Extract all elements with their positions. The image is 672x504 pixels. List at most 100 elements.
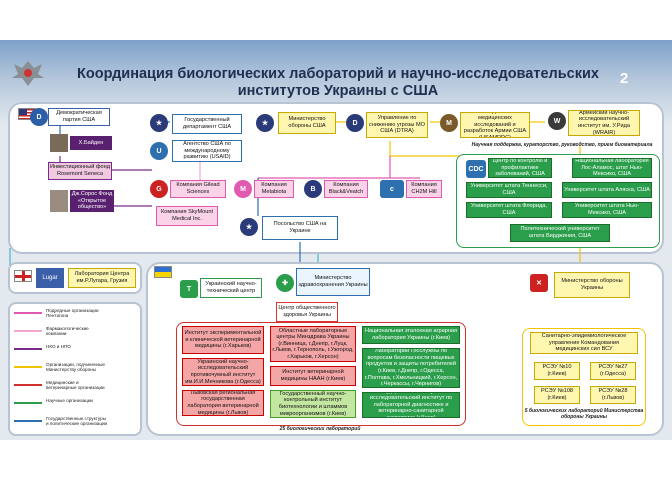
cdc-box: Центр по контролю и профилактике заболев… — [488, 158, 552, 178]
ch2m-label: Компания CH2M Hill — [411, 182, 437, 195]
moh-label: Министерство здравоохранения Украины — [298, 275, 368, 288]
inst-vet-naan-label: Институт ветеринарной медицины НААН (г.К… — [280, 369, 346, 382]
page-number: 2 — [620, 70, 629, 87]
wrair-box: Армейский научно-исследовательский инсти… — [568, 110, 640, 136]
mod-ua-label: Министерство обороны Украины — [561, 278, 623, 291]
labs-25-group — [176, 322, 466, 426]
legend-label: Подрядные организации Пентагона — [46, 308, 99, 319]
legend-label: Государственные структуры и политические… — [46, 416, 108, 427]
cdc-label: Центр по контролю и профилактике заболев… — [492, 158, 548, 178]
gilead-box: Компания Gilead Sciences — [170, 180, 226, 198]
soros-label: Дж.Сорос Фонд «Открытое общество» — [71, 191, 113, 211]
metabiota-box: Компания Metabiota — [254, 180, 294, 198]
rsep108-box: РСЭУ №108 (г.Киев) — [534, 386, 580, 404]
rsep10-label: РСЭУ №10 (г.Киев) — [542, 364, 572, 377]
rosemont-label: Инвестиционный фонд Rosemont Seneca — [50, 164, 110, 177]
public-health-box: Центр общественного здоровья Украины — [276, 302, 338, 322]
legend-label: НКО и НПО — [46, 344, 71, 349]
uni-tennessee-box: Университет штата Теннесси, США — [466, 182, 552, 198]
soros-box: Дж.Сорос Фонд «Открытое общество» — [70, 190, 114, 212]
uni-alaska-label: Университет штата Аляска, США — [564, 186, 650, 193]
ukr-antiplague-label: Украинский научно-исследовательский прот… — [185, 358, 261, 385]
rsep28-label: РСЭУ №28 (г.Львов) — [598, 388, 628, 401]
inst-vet-box: Институт экспериментальной и клинической… — [182, 326, 264, 354]
gilead-label: Компания Gilead Sciences — [176, 182, 220, 195]
ch2m-box: Компания CH2M Hill — [406, 180, 442, 198]
dtra-label: Управление по снижению угрозы МО США (DT… — [369, 115, 425, 135]
skymount-label: Компания SkyMount Medical Inc. — [160, 209, 214, 222]
national-lab-box: Национальная лаборатория Лос-Аламос, шта… — [572, 158, 652, 178]
blackveatch-label: Компания Black&Veatch — [328, 182, 364, 195]
rsep108-label: РСЭУ №108 (г.Киев) — [540, 388, 574, 401]
skymount-box: Компания SkyMount Medical Inc. — [156, 206, 218, 226]
dod-box: Министерство обороны США — [278, 112, 336, 134]
ch2m-logo-icon: c — [380, 180, 404, 198]
sanitary-label: Санитарно-эпидемиологическое управление … — [541, 333, 627, 353]
dem-party-box: Демократическая партия США — [48, 108, 110, 126]
rsep10-box: РСЭУ №10 (г.Киев) — [534, 362, 580, 380]
legend-line — [14, 384, 42, 386]
usaid-box: Агентство США по международному развитию… — [172, 140, 242, 162]
slide: Координация биологических лабораторий и … — [0, 40, 672, 440]
uni-virginia-label: Политехнический университет штата Вирджи… — [520, 226, 600, 239]
uni-tennessee-label: Университет штата Теннесси, США — [470, 183, 548, 196]
legend-line — [14, 312, 42, 314]
uni-virginia-box: Политехнический университет штата Вирджи… — [510, 224, 610, 242]
dtra-box: Управление по снижению угрозы МО США (DT… — [366, 112, 428, 138]
usamrdc-box: Командование медицинских исследований и … — [460, 112, 530, 138]
uni-newmexico-label: Университет штата Нью-Мексико, США — [574, 203, 640, 216]
biden-photo-icon — [50, 134, 68, 152]
legend-line — [14, 420, 42, 422]
national-lab-label: Национальная лаборатория Лос-Аламос, шта… — [575, 158, 649, 178]
dod-label: Министерство обороны США — [288, 116, 326, 129]
ukr-antiplague-box: Украинский научно-исследовательский прот… — [182, 358, 264, 386]
wrair-label: Армейский научно-исследовательский инсти… — [578, 110, 630, 136]
dem-party-logo-icon: D — [30, 108, 48, 126]
legend-line — [14, 348, 42, 350]
dem-party-label: Демократическая партия США — [56, 110, 102, 123]
dtra-logo-icon: D — [346, 114, 364, 132]
mod-labs-group — [522, 328, 646, 426]
slide-title: Координация биологических лабораторий и … — [77, 66, 599, 99]
legend-line — [14, 402, 42, 404]
lugar-box: Лаборатория Центра им.Р.Лугара, Грузия — [68, 268, 136, 288]
sanitary-box: Санитарно-эпидемиологическое управление … — [530, 332, 638, 354]
usaid-label: Агентство США по международному развитию… — [183, 141, 231, 161]
rosemont-box: Инвестиционный фонд Rosemont Seneca — [48, 162, 112, 180]
usamrdc-label: Командование медицинских исследований и … — [463, 113, 527, 138]
emblem-icon — [10, 58, 46, 88]
biden-box: Х.Байден — [70, 136, 112, 150]
uni-newmexico-box: Университет штата Нью-Мексико, США — [562, 202, 652, 218]
state-dept-box: Государственный департамент США — [172, 114, 242, 134]
legend-label: Фармакологические компании — [46, 326, 89, 337]
mod-ua-box: Министерство обороны Украины — [554, 272, 630, 298]
georgia-flag-icon — [14, 270, 32, 282]
uni-florida-label: Университет штата Флорида, США — [471, 203, 547, 216]
usaid-logo-icon: U — [150, 142, 168, 160]
wrair-logo-icon: W — [548, 112, 566, 130]
state-dept-label: Государственный департамент США — [182, 117, 232, 130]
inst-vet-naan-box: Институт ветеринарной медицины НААН (г.К… — [270, 366, 356, 386]
lviv-lab-box: Львовская региональная государственная л… — [182, 390, 264, 416]
state-research-box: Государственный научно-контрольный инсти… — [270, 390, 356, 418]
embassy-seal-icon: ★ — [240, 218, 258, 236]
lugar-label: Лаборатория Центра им.Р.Лугара, Грузия — [74, 271, 130, 284]
soros-photo-icon — [50, 190, 68, 212]
uni-florida-box: Университет штата Флорида, США — [466, 202, 552, 218]
gilead-logo-icon: G — [150, 180, 168, 198]
lugar-logo-icon: Lugar — [36, 268, 64, 288]
blackveatch-box: Компания Black&Veatch — [324, 180, 368, 198]
public-health-label: Центр общественного здоровья Украины — [278, 305, 336, 318]
natl-ref-label: Национальная эталонная аграрная лаборато… — [364, 328, 458, 341]
state-dept-seal-icon: ★ — [150, 114, 168, 132]
cdc-logo-icon: CDC — [466, 160, 486, 178]
inst-vet-label: Институт экспериментальной и клинической… — [184, 330, 262, 350]
rsep27-label: РСЭУ №27 (г.Одесса) — [598, 364, 628, 377]
embassy-label: Посольство США на Украине — [273, 221, 327, 234]
metabiota-label: Компания Metabiota — [261, 182, 287, 195]
moh-logo-icon: ✚ — [276, 274, 294, 292]
lviv-lab-label: Львовская региональная государственная л… — [187, 390, 259, 416]
tech-center-logo-icon: T — [180, 280, 198, 298]
uni-alaska-box: Университет штата Аляска, США — [562, 182, 652, 198]
tech-center-box: Украинский научно-технический центр — [200, 278, 262, 298]
